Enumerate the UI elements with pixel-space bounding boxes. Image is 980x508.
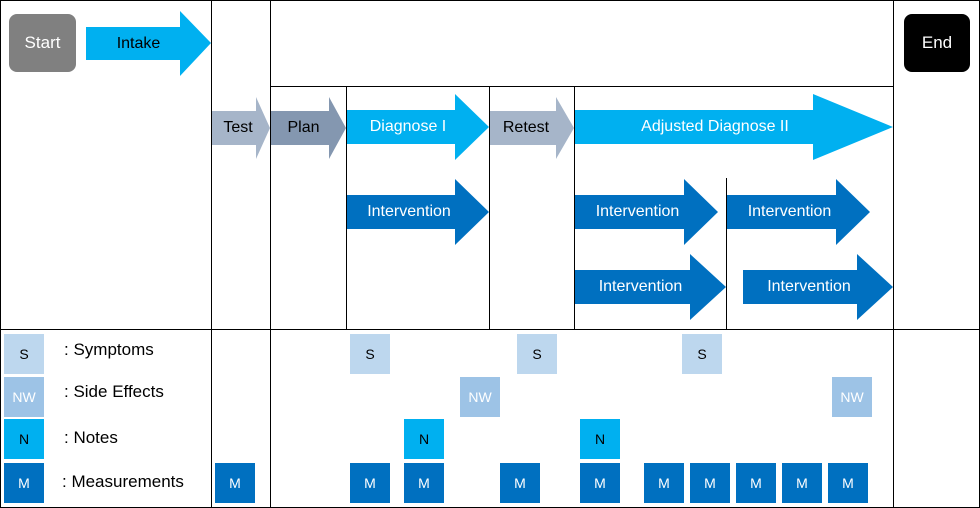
intervention-label: Intervention	[598, 278, 683, 295]
side-effect-code: NW	[468, 389, 492, 405]
column-divider-intake	[211, 0, 212, 508]
legend-notes-label: : Notes	[64, 428, 118, 447]
legend-symptoms-code: S	[19, 346, 29, 362]
intervention-arrow-shape	[347, 179, 489, 245]
measurement-marker: M	[782, 463, 822, 503]
intervention-arrow-5: Intervention	[743, 254, 893, 320]
retest-label: Retest	[502, 119, 550, 136]
measurement-marker: M	[736, 463, 776, 503]
measurement-code: M	[750, 475, 762, 491]
measurement-code: M	[364, 475, 376, 491]
diagnose-arrow: Diagnose I	[347, 94, 489, 160]
adjusted-diagnose-arrow-shape	[575, 94, 893, 160]
symptom-code: S	[365, 346, 375, 362]
intervention-arrow-shape	[727, 179, 870, 245]
column-divider-plan	[346, 86, 347, 329]
start-label: Start	[24, 33, 61, 52]
note-code: N	[418, 431, 430, 447]
diagnose-label: Diagnose I	[369, 118, 447, 135]
legend-measurements-code: M	[18, 475, 30, 491]
measurement-code: M	[594, 475, 606, 491]
legend-symptoms-swatch: S	[4, 334, 44, 374]
retest-arrow-shape	[490, 97, 574, 159]
column-divider-interventions	[726, 178, 727, 329]
intervention-arrow-1: Intervention	[347, 179, 489, 245]
end-terminal: End	[904, 14, 970, 72]
measurement-marker: M	[690, 463, 730, 503]
note-code: N	[594, 431, 606, 447]
legend-divider	[0, 329, 980, 330]
column-divider-test	[270, 0, 271, 508]
legend-symptoms-label: : Symptoms	[64, 340, 154, 359]
intervention-arrow-shape	[743, 254, 893, 320]
legend-notes-code: N	[18, 431, 30, 447]
adjusted-diagnose-label: Adjusted Diagnose II	[641, 118, 789, 135]
symptom-marker: S	[517, 334, 557, 374]
measurement-code: M	[658, 475, 670, 491]
intake-arrow: Intake	[86, 11, 211, 76]
adjusted-diagnose-arrow: Adjusted Diagnose II	[575, 94, 893, 160]
legend-notes-swatch: N	[4, 419, 44, 459]
legend-side-effects-label: : Side Effects	[64, 382, 164, 401]
intervention-label: Intervention	[595, 203, 680, 220]
legend-side-effects-swatch: NW	[4, 377, 44, 417]
intervention-label: Intervention	[767, 278, 851, 295]
symptom-marker: S	[350, 334, 390, 374]
column-divider-retest	[574, 86, 575, 329]
note-marker: N	[404, 419, 444, 459]
frame-left-border	[0, 0, 1, 508]
symptom-marker: S	[682, 334, 722, 374]
intake-label: Intake	[116, 34, 161, 52]
intervention-arrow-3: Intervention	[727, 179, 870, 245]
measurement-marker: M	[644, 463, 684, 503]
legend-side-effects-code: NW	[12, 389, 36, 405]
measurement-code: M	[842, 475, 854, 491]
measurement-marker: M	[828, 463, 868, 503]
measurement-marker: M	[350, 463, 390, 503]
intervention-arrow-shape	[575, 179, 718, 245]
legend-measurements-label: : Measurements	[62, 472, 184, 491]
measurement-marker: M	[215, 463, 255, 503]
test-arrow: Test	[212, 97, 270, 159]
side-effect-marker: NW	[460, 377, 500, 417]
intervention-arrow-2: Intervention	[575, 179, 718, 245]
start-terminal: Start	[9, 14, 76, 72]
column-divider-end	[893, 0, 894, 508]
legend-measurements-swatch: M	[4, 463, 44, 503]
test-arrow-shape	[212, 97, 270, 159]
measurement-marker: M	[500, 463, 540, 503]
side-effect-marker: NW	[832, 377, 872, 417]
column-divider-diagnose	[489, 86, 490, 329]
measurement-code: M	[704, 475, 716, 491]
intake-arrow-shape	[86, 11, 211, 76]
frame-top-border	[0, 0, 980, 1]
plan-label: Plan	[287, 119, 320, 136]
measurement-code: M	[514, 475, 526, 491]
intervention-arrow-4: Intervention	[575, 254, 726, 320]
intervention-arrow-shape	[575, 254, 726, 320]
test-label: Test	[223, 119, 253, 136]
phase-header-divider	[271, 86, 894, 87]
end-label: End	[921, 33, 953, 52]
symptom-code: S	[532, 346, 542, 362]
measurement-code: M	[229, 475, 241, 491]
measurement-marker: M	[404, 463, 444, 503]
note-marker: N	[580, 419, 620, 459]
intervention-label: Intervention	[367, 203, 451, 220]
intervention-label: Intervention	[747, 203, 832, 220]
measurement-code: M	[796, 475, 808, 491]
measurement-code: M	[418, 475, 430, 491]
diagnose-arrow-shape	[347, 94, 489, 160]
retest-arrow: Retest	[490, 97, 574, 159]
plan-arrow-shape	[271, 97, 346, 159]
side-effect-code: NW	[840, 389, 864, 405]
plan-arrow: Plan	[271, 97, 346, 159]
symptom-code: S	[697, 346, 707, 362]
measurement-marker: M	[580, 463, 620, 503]
